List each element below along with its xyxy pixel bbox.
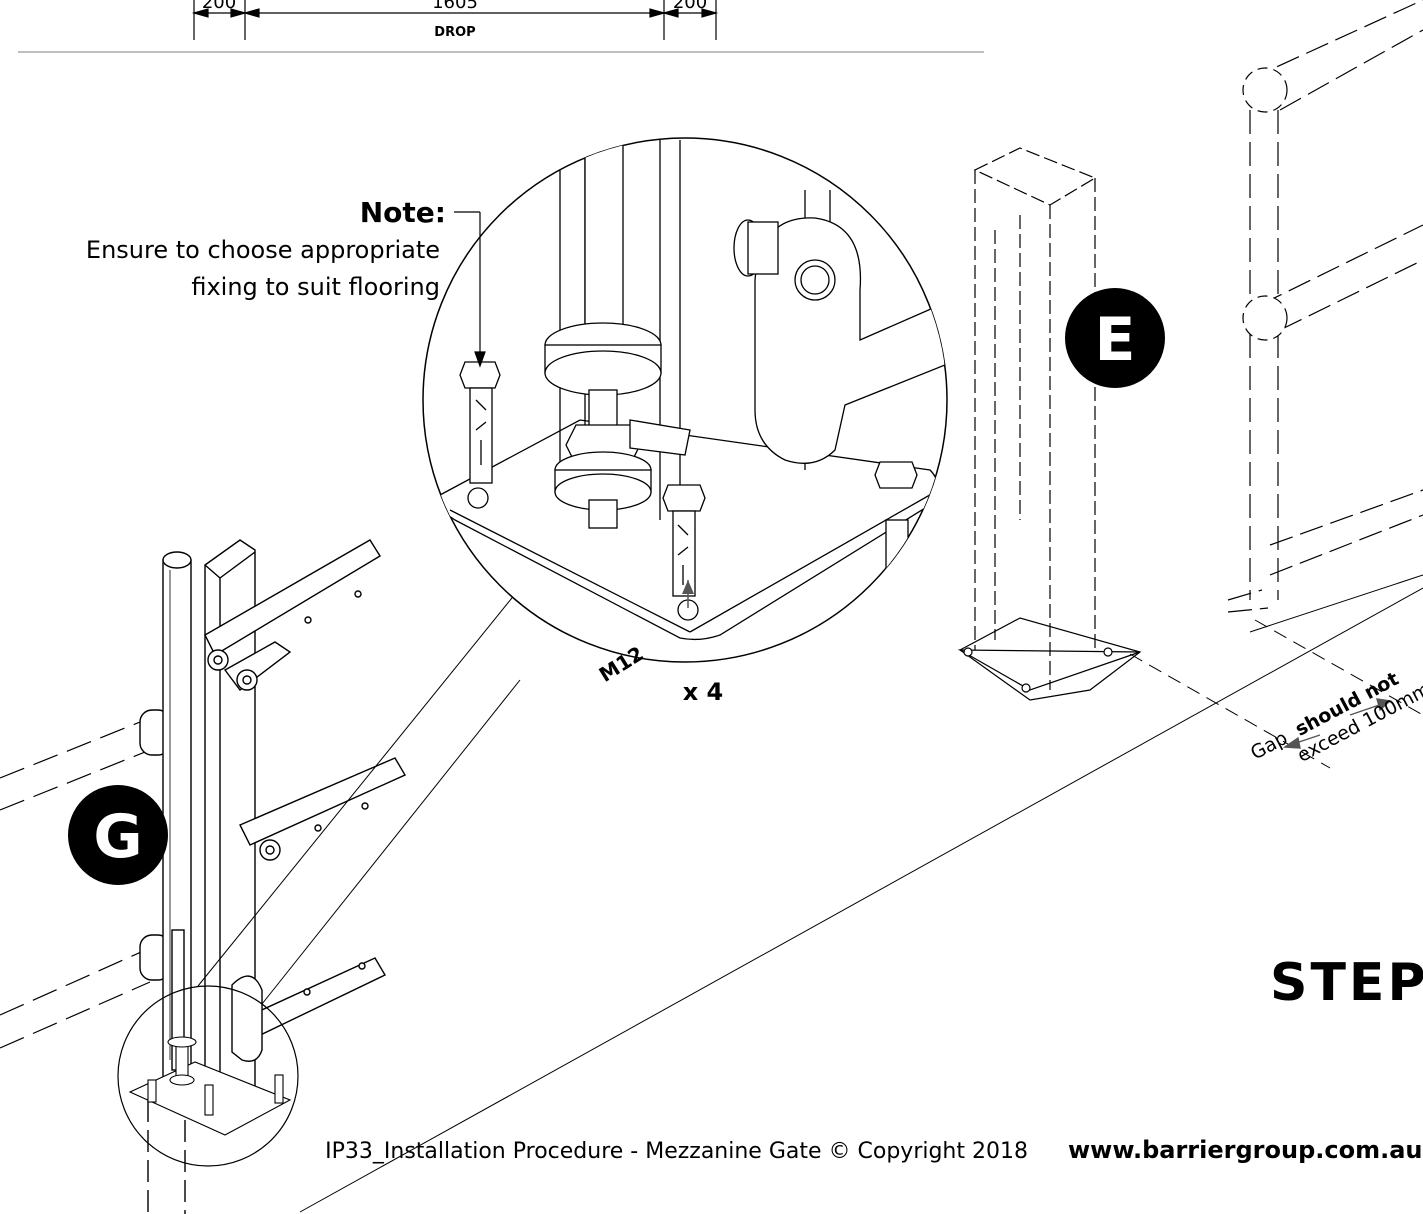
post-e-assembly [957,147,1142,701]
anchor-bolt-left [459,361,501,484]
dimension-strip [191,0,719,40]
callout-label-g: G [93,802,142,872]
callout-label-e: E [1095,305,1136,375]
gap-note-prefix: Gap [1247,727,1291,764]
dimension-label: DROP [434,25,475,40]
anchor-bolt-center [662,484,706,597]
dimension-right-value: 200 [673,0,707,13]
gap-note: Gap should not exceed 100mm [1247,668,1423,767]
step-title: STEP 7 [1270,953,1423,1013]
note-leader [454,211,486,368]
right-balustrade-fittings [1242,67,1288,341]
note-line-2: fixing to suit flooring [191,273,440,301]
detail-circle-small [117,985,299,1167]
left-handrails [0,717,151,1049]
note-heading: Note: [360,196,446,229]
footer-website[interactable]: www.barriergroup.com.au [1068,1136,1423,1164]
bolt-quantity-label: x 4 [683,678,724,706]
floor-edge-lines [299,574,1423,1213]
dimension-left-value: 200 [202,0,236,13]
callout-badge-e: E [1065,288,1165,388]
callout-badge-g: G [68,785,168,885]
anchor-bolt-right [874,461,918,576]
dimension-middle-value: 1605 [432,0,478,13]
note-line-1: Ensure to choose appropriate [86,236,440,264]
detail-circle-large [422,137,948,663]
post-g-assembly [139,539,406,1214]
right-balustrade [1227,0,1423,613]
gap-arrows [1282,698,1392,749]
detail-leader-lines [197,587,521,1005]
gap-dimension-lines [1129,619,1423,769]
footer-document: IP33_Installation Procedure - Mezzanine … [325,1139,1028,1164]
